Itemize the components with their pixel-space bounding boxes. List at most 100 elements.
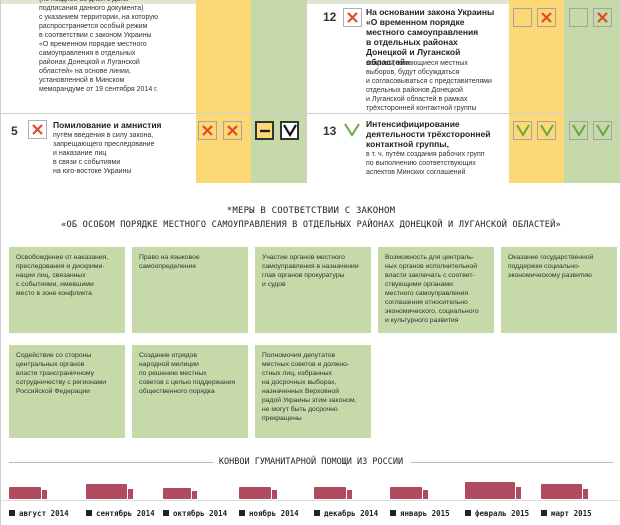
row12-status-2 [537,8,556,27]
status-col-left-2 [251,0,306,183]
month-label: февраль 2015 [465,509,529,518]
row13-status-3 [569,121,588,140]
row5-mark [28,120,47,139]
row12-status-4 [593,8,612,27]
month-label-text: март 2015 [551,509,592,518]
row12-status-1 [513,8,532,27]
row12-title: На основании закона Украины «О временном… [366,7,495,67]
check-icon [343,122,360,137]
month-marker-icon [86,510,92,516]
check-icon [282,124,297,137]
month-label: январь 2015 [390,509,450,518]
month-marker-icon [541,510,547,516]
measure-card: Право на языковое самоопределение [132,247,248,333]
status-col-right-1 [509,0,564,183]
month-marker-icon [390,510,396,516]
row13-status-1 [513,121,532,140]
month-label: декабрь 2014 [314,509,378,518]
month-label: март 2015 [541,509,592,518]
row13-mark [342,120,361,139]
truck-icon [163,487,191,499]
truck-cab-icon [191,491,197,499]
month-label: сентябрь 2014 [86,509,155,518]
measure-card: Создание отрядов народной милиции по реш… [132,345,248,438]
truck-icon [86,484,127,499]
month-label-text: декабрь 2014 [324,509,379,518]
row4-text: (не позднее 30 дней с даты подписания да… [39,0,159,93]
truck-cab-icon [583,488,588,499]
check-icon [571,124,586,137]
row5-title: Помилование и амнистия [53,120,162,130]
row13-status-2 [537,121,556,140]
measures-title-1: *МЕРЫ В СООТВЕТСТВИИ С ЗАКОНОМ [226,206,396,216]
truck-cab-icon [423,490,428,499]
timeline-baseline [1,500,620,501]
truck-icon [541,484,582,499]
truck-cab-icon [516,487,521,499]
month-marker-icon [239,510,245,516]
row13-title: Интенсифицирование деятельности трёхстор… [366,119,491,149]
truck-cab-icon [128,488,133,499]
row13-number: 13 [323,124,337,138]
x-icon [541,12,552,23]
measure-card: Оказание государственной поддержки социа… [501,247,617,333]
top-strip [1,0,620,4]
month-marker-icon [465,510,471,516]
x-icon [227,125,238,136]
row5-status-1 [198,121,217,140]
x-icon [347,12,358,23]
truck-icon [9,486,41,499]
month-label-text: август 2014 [19,509,69,518]
truck-icon [314,486,346,499]
truck-cab-icon [42,490,47,499]
check-icon [539,124,554,137]
measure-card: Содействие со стороны центральных органо… [9,345,125,438]
truck-icon [465,482,515,499]
dash-icon [259,129,270,132]
convoy-rule-left [9,462,214,463]
x-icon [202,125,213,136]
truck-icon [390,486,422,499]
row12-number: 12 [323,10,337,24]
convoy-title: КОНВОИ ГУМАНИТАРНОЙ ПОМОЩИ ИЗ РОССИИ [218,457,404,467]
row13-text: в т. ч. путём создания рабочих групп по … [366,151,485,176]
month-label-text: ноябрь 2014 [249,509,299,518]
row12-mark [343,8,362,27]
row5-number: 5 [11,124,18,138]
measures-title-2: «ОБ ОСОБОМ ПОРЯДКЕ МЕСТНОГО САМОУПРАВЛЕН… [61,220,561,230]
divider-left-row [1,113,306,114]
month-label: август 2014 [9,509,69,518]
month-label: октябрь 2014 [163,509,227,518]
month-label: ноябрь 2014 [239,509,299,518]
row12-text: вопросы, касающиеся местных выборов, буд… [366,60,492,112]
truck-icon [239,486,271,499]
month-label-text: январь 2015 [400,509,450,518]
check-icon [595,124,610,137]
truck-cab-icon [347,490,352,499]
month-marker-icon [163,510,169,516]
status-col-left-1 [196,0,251,183]
row5-status-2 [223,121,242,140]
month-label-text: февраль 2015 [475,509,530,518]
row5-text: путём введения в силу закона, запрещающе… [53,132,155,175]
check-icon [515,124,530,137]
x-icon [597,12,608,23]
measure-card: Освобождение от наказания, преследования… [9,247,125,333]
convoy-rule-right [411,462,613,463]
month-label-text: сентябрь 2014 [96,509,155,518]
divider-right-row [307,113,620,114]
month-marker-icon [9,510,15,516]
status-col-right-2 [564,0,620,183]
row12-status-3 [569,8,588,27]
measure-card: Участие органов местного самоуправления … [255,247,371,333]
measure-card: Возможность для централь- ных органов ис… [378,247,494,333]
month-label-text: октябрь 2014 [173,509,228,518]
row5-status-4 [280,121,299,140]
month-marker-icon [314,510,320,516]
divider-vertical [306,0,307,183]
measure-card: Полномочия депутатов местных советов и д… [255,345,371,438]
row13-status-4 [593,121,612,140]
x-icon [32,124,43,135]
row5-status-3 [255,121,274,140]
